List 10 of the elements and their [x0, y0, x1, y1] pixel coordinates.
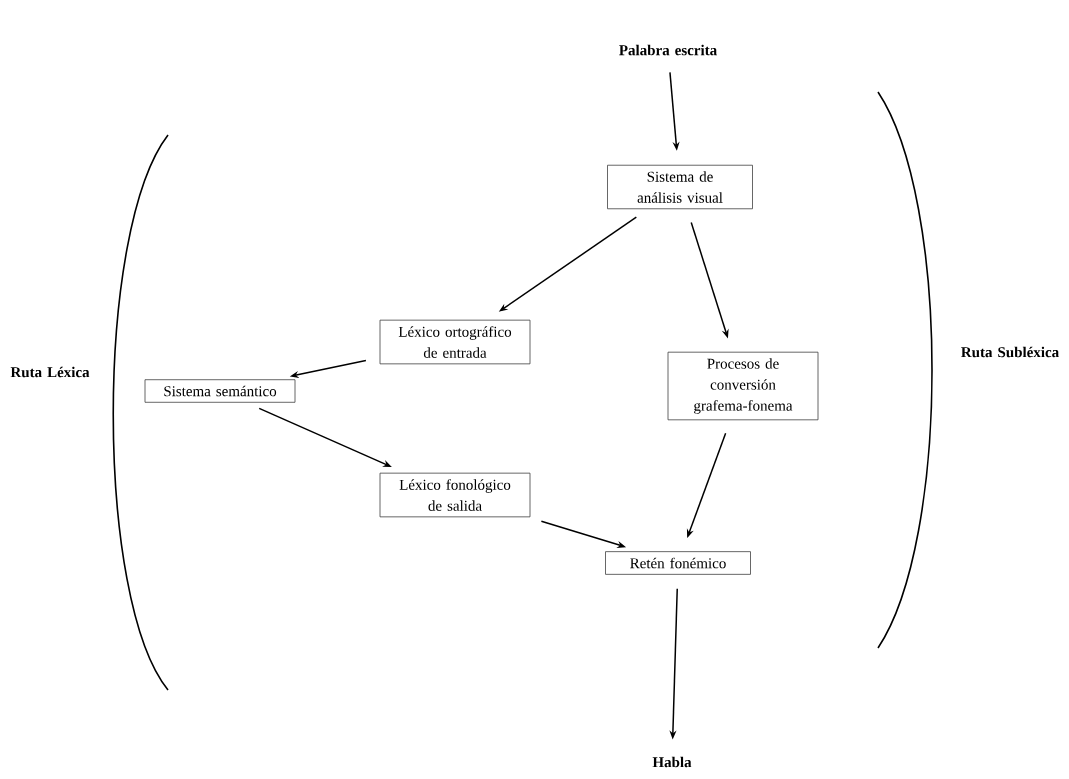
process-box: Sistema semántico: [144, 379, 296, 403]
text-label: Habla: [652, 756, 692, 768]
process-box: Sistema de análisis visual: [607, 164, 753, 210]
process-box: Procesos de conversión grafema-fonema: [667, 351, 819, 421]
route-label: Ruta Léxica: [10, 366, 90, 378]
route-label: Ruta Subléxica: [961, 346, 1059, 358]
process-box: Retén fonémico: [605, 551, 751, 575]
text-label: Palabra escrita: [619, 44, 717, 56]
process-box: Léxico ortográfico de entrada: [379, 319, 531, 365]
process-box: Léxico fonológico de salida: [379, 472, 531, 518]
